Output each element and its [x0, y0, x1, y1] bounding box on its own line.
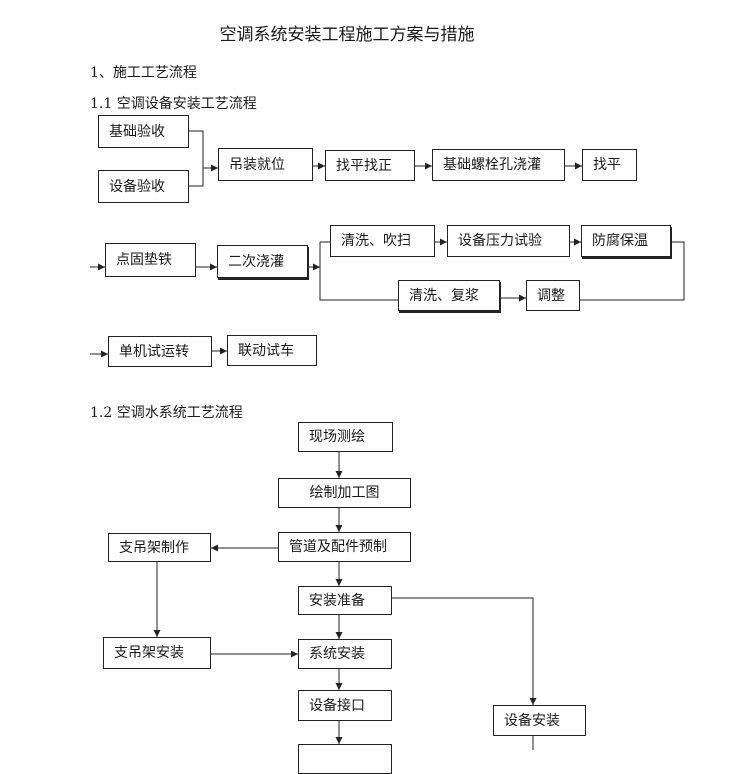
subsection-heading-1-1: 1.1 空调设备安装工艺流程	[90, 96, 257, 112]
flow-connectors	[90, 130, 685, 750]
flow-box-spot-shims: 点固垫铁	[105, 243, 196, 277]
flow-box-secondary-grouting: 二次浇灌	[217, 245, 308, 278]
flow-box-equipment-interface: 设备接口	[298, 690, 392, 721]
flow-box-single-run-test: 单机试运转	[108, 336, 212, 367]
flow-box-foundation-acceptance: 基础验收	[98, 115, 189, 148]
flow-box-pressure-test: 设备压力试验	[447, 225, 570, 257]
flow-box-leveling-aligning: 找平找正	[325, 150, 415, 181]
flow-box-equipment-acceptance: 设备验收	[98, 170, 189, 203]
flow-box-fabrication-drawing: 绘制加工图	[278, 478, 411, 508]
flow-box-next-step	[298, 744, 392, 774]
subsection-heading-1-2: 1.2 空调水系统工艺流程	[90, 405, 243, 421]
flow-box-anticorrosion-insulation: 防腐保温	[581, 225, 671, 257]
flow-box-pipe-prefab: 管道及配件预制	[278, 532, 411, 562]
section-heading: 1、施工工艺流程	[90, 65, 197, 81]
flow-box-installation-prep: 安装准备	[298, 586, 392, 615]
page-title: 空调系统安装工程施工方案与措施	[219, 25, 475, 45]
flow-box-clean-purge: 清洗、吹扫	[330, 225, 435, 257]
flow-box-hoisting: 吊装就位	[218, 148, 313, 181]
flow-box-final-leveling: 找平	[582, 149, 637, 181]
flow-box-clean-reslurry: 清洗、复浆	[398, 280, 500, 311]
flow-box-support-fabrication: 支吊架制作	[108, 533, 211, 562]
flow-box-equipment-installation: 设备安装	[493, 705, 586, 736]
flow-box-site-survey: 现场测绘	[298, 422, 393, 452]
flow-box-support-installation: 支吊架安装	[103, 637, 211, 669]
flow-box-system-installation: 系统安装	[298, 639, 392, 669]
flow-box-adjust: 调整	[526, 280, 580, 311]
flow-box-bolt-hole-grouting: 基础螺栓孔浇灌	[432, 149, 565, 181]
flow-box-joint-trial-run: 联动试车	[227, 335, 317, 366]
